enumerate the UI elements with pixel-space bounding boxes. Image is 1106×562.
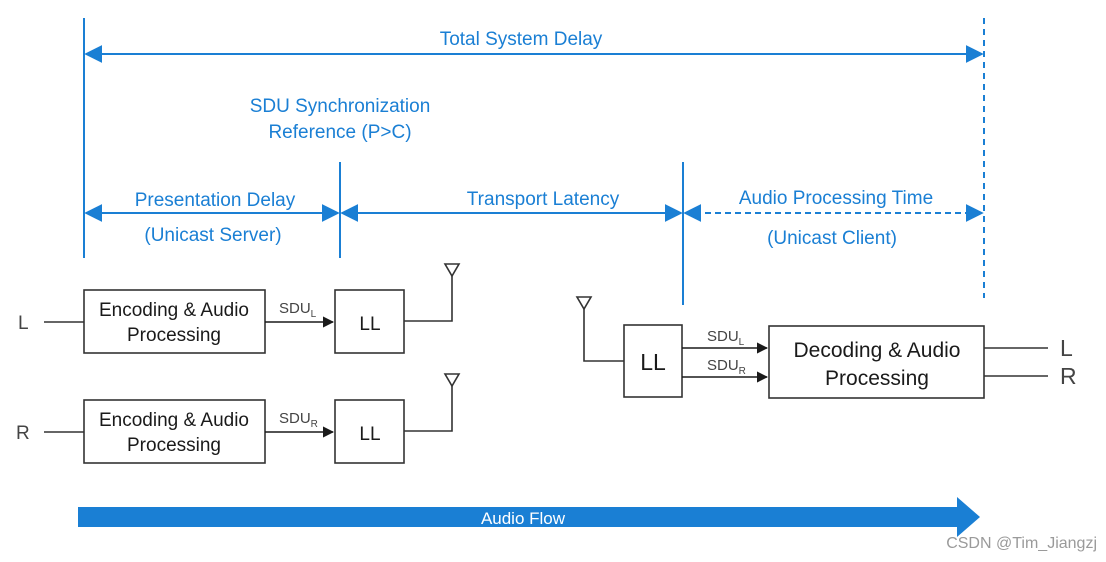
decoder-title: Decoding & Audio <box>794 339 961 362</box>
watermark: CSDN @Tim_Jiangzj <box>946 535 1097 552</box>
sdu-left-label: SDUL <box>279 300 317 320</box>
encoder-right-subtitle: Processing <box>127 435 221 456</box>
sdu-sync-reference-line1: SDU Synchronization <box>250 96 431 117</box>
client-right-output-label: R <box>1060 363 1077 389</box>
audio-flow-label: Audio Flow <box>481 509 566 528</box>
client-ll-box <box>623 324 683 398</box>
total-system-delay-label: Total System Delay <box>440 29 603 50</box>
antenna-icon <box>443 263 461 278</box>
client-left-output-label: L <box>1060 335 1073 361</box>
transport-latency-label: Transport Latency <box>467 189 620 210</box>
ll-right-label: LL <box>359 424 380 445</box>
decoder-subtitle: Processing <box>825 367 929 390</box>
client-sdu-right-label: SDUR <box>707 357 746 377</box>
audio-flow-arrow <box>78 497 980 537</box>
ll-left-antenna-line <box>404 276 453 322</box>
encoder-left-title: Encoding & Audio <box>99 300 249 321</box>
ll-left-label: LL <box>359 314 380 335</box>
ll-right-box <box>334 399 405 464</box>
server-left-channel-label: L <box>18 313 29 334</box>
ll-right-antenna-line <box>404 386 453 432</box>
unicast-server-label: (Unicast Server) <box>144 225 281 246</box>
sdu-right-label: SDUR <box>279 410 318 430</box>
encoder-right-title: Encoding & Audio <box>99 410 249 431</box>
client-sdu-left-label: SDUL <box>707 328 745 348</box>
audio-processing-time-label: Audio Processing Time <box>739 188 933 209</box>
decoder-box <box>768 325 985 399</box>
presentation-delay-label: Presentation Delay <box>135 190 296 211</box>
antenna-icon <box>575 296 593 311</box>
unicast-client-label: (Unicast Client) <box>767 228 897 249</box>
sdu-sync-reference-line2: Reference (P>C) <box>268 122 411 143</box>
encoder-left-subtitle: Processing <box>127 325 221 346</box>
antenna-icon <box>443 373 461 388</box>
client-ll-label: LL <box>640 349 666 375</box>
client-antenna-line <box>583 309 624 362</box>
server-right-channel-label: R <box>16 423 30 444</box>
